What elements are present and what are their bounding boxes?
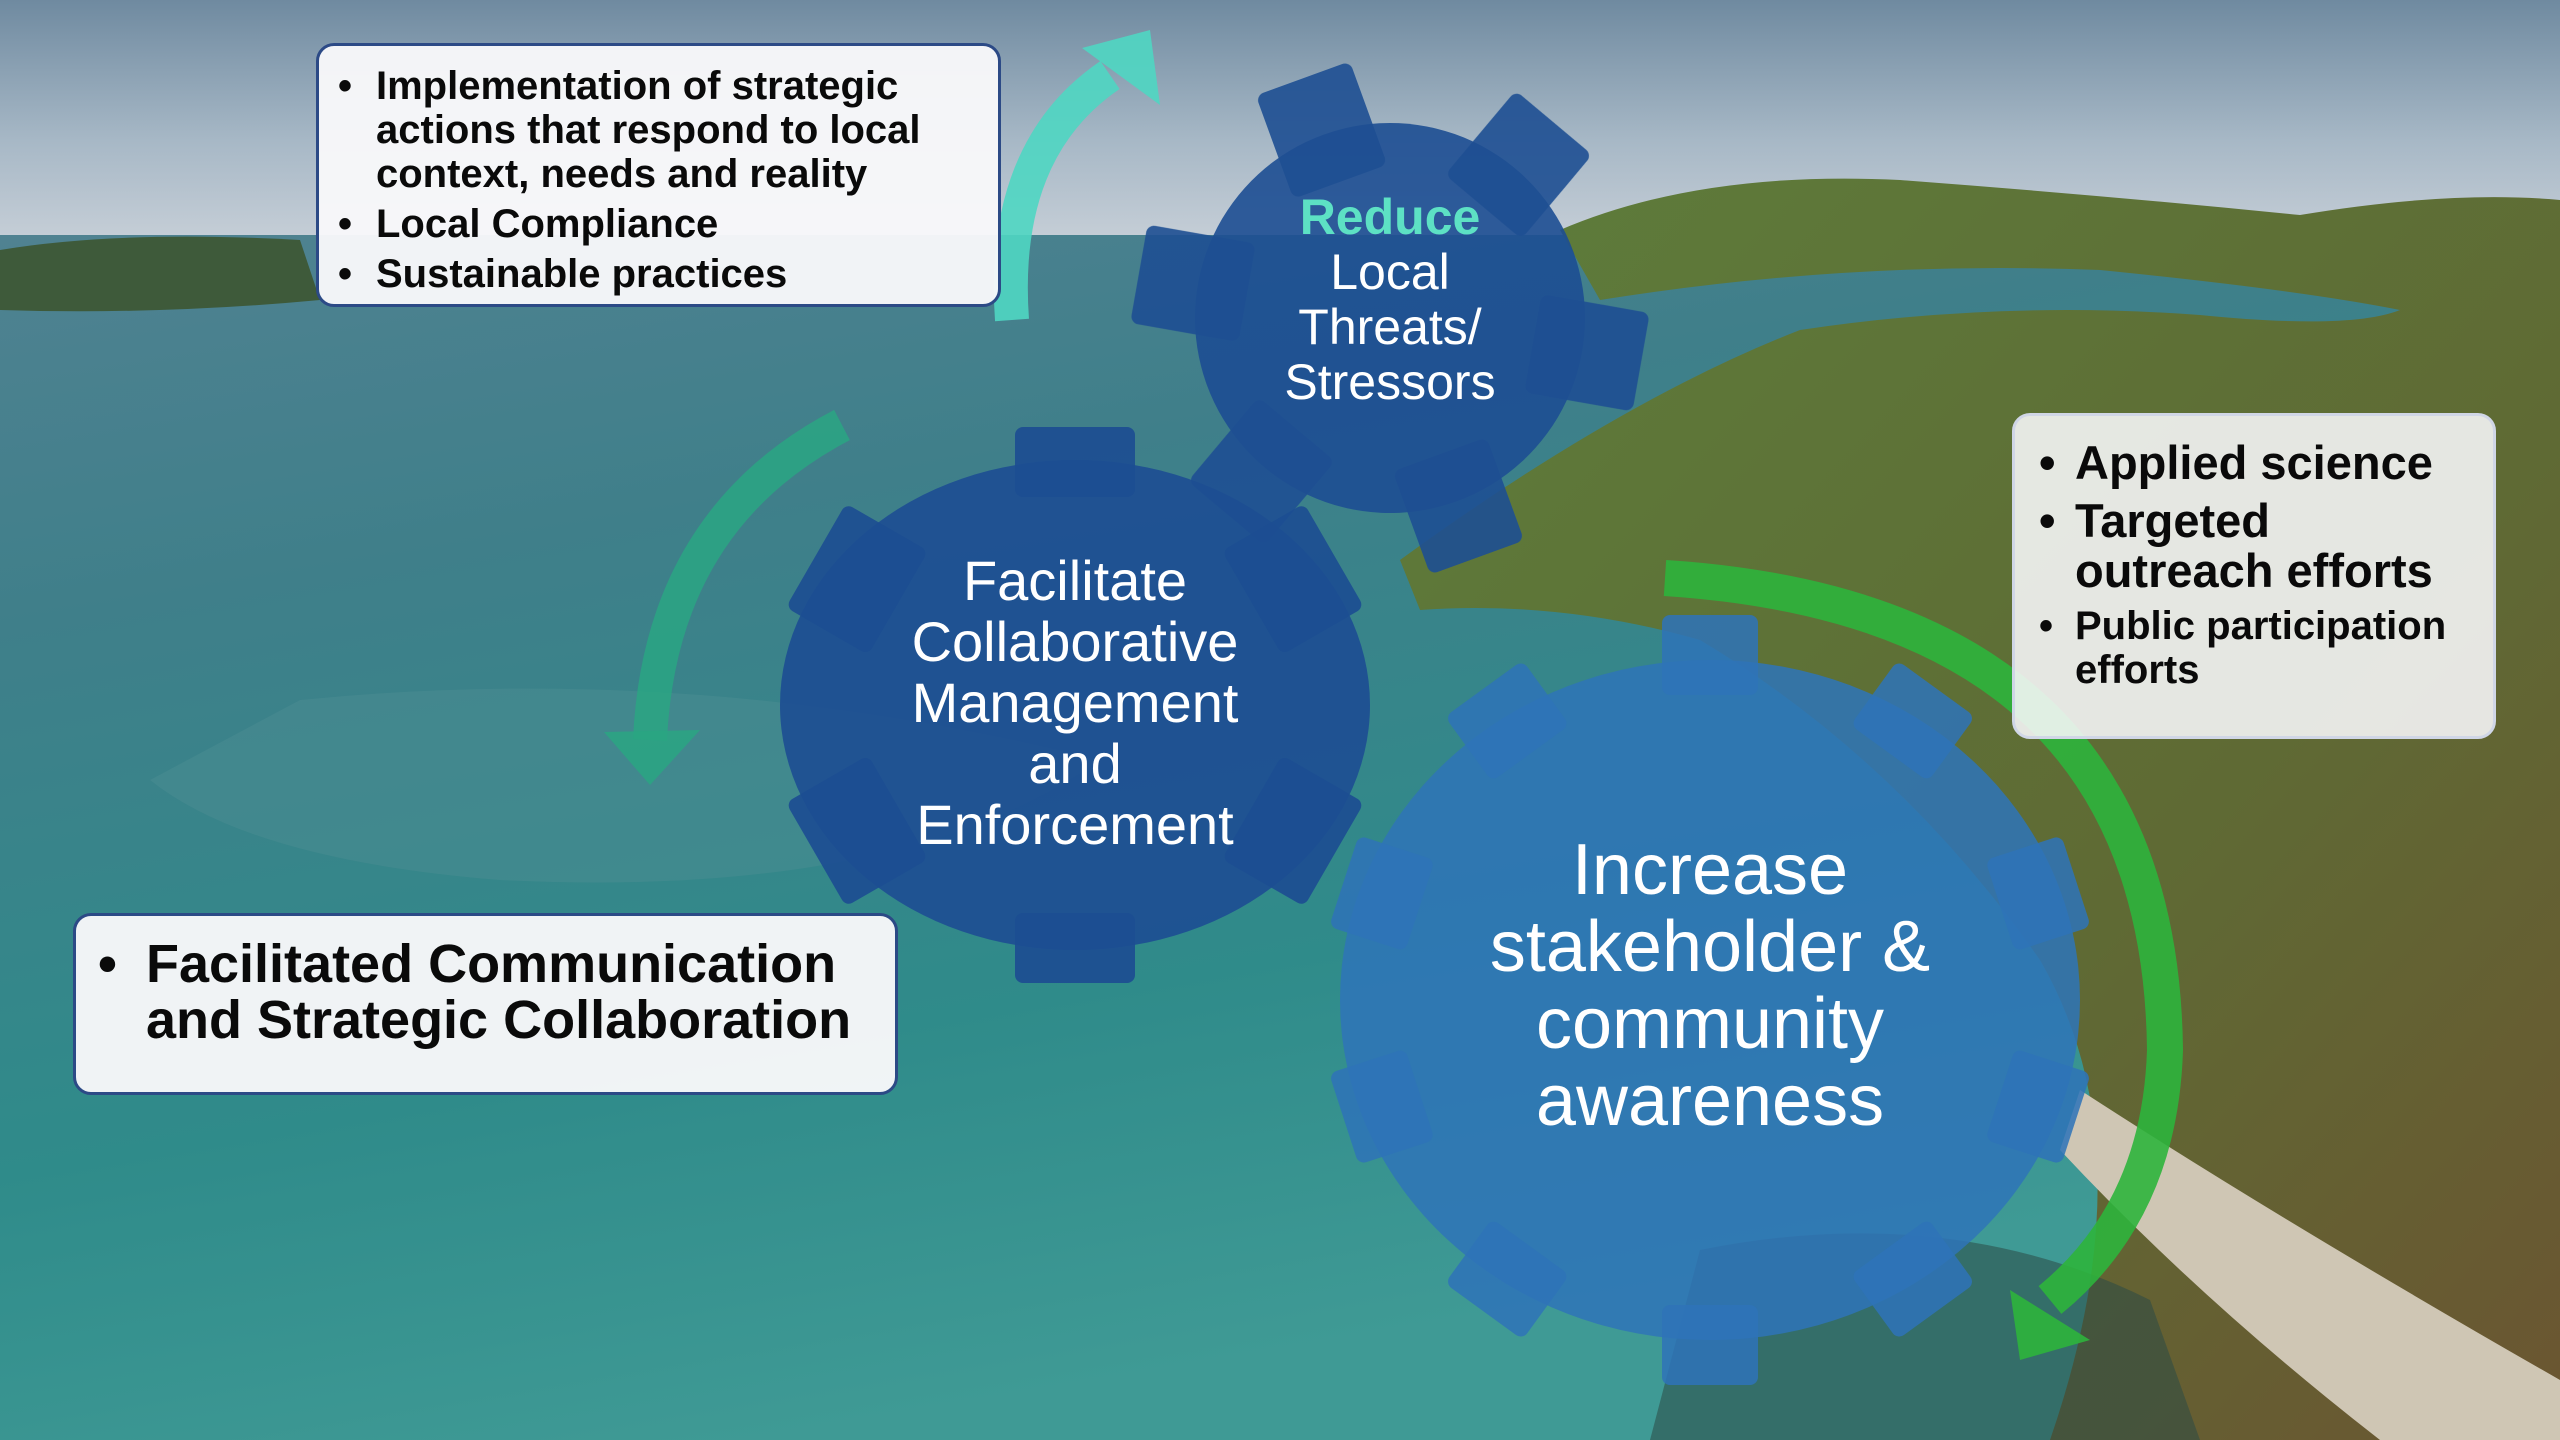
green-curved-arrow-down-right-icon xyxy=(1663,560,2184,1360)
reduce-label-line: Threats/ xyxy=(1298,299,1482,355)
callout-top-item: Sustainable practices xyxy=(338,252,978,296)
facilitate-label-line: and xyxy=(1028,732,1122,795)
callout-right-item: Applied science xyxy=(2039,438,2479,489)
reduce-accent-text: Reduce xyxy=(1299,189,1481,245)
facilitate-label-line: Management xyxy=(911,671,1239,734)
callout-right-item: Public participation efforts xyxy=(2039,604,2479,692)
reduce-gear-label: Reduce Local Threats/ Stressors xyxy=(1200,190,1580,410)
facilitate-label-line: Facilitate xyxy=(962,549,1188,612)
green-curved-arrow-down-left-icon xyxy=(604,409,850,785)
facilitate-gear-label: Facilitate Collaborative Management and … xyxy=(855,550,1295,855)
callout-implementation: Implementation of strategic actions that… xyxy=(316,43,1001,307)
facilitate-label-line: Collaborative xyxy=(911,610,1239,673)
increase-gear-icon xyxy=(1331,615,2089,1385)
callout-left-item: Facilitated Communication and Strategic … xyxy=(98,936,875,1048)
callout-collaboration: Facilitated Communication and Strategic … xyxy=(73,913,898,1095)
reduce-label-line: Stressors xyxy=(1284,354,1496,410)
callout-right-item: Targeted outreach efforts xyxy=(2039,496,2479,596)
callout-awareness: Applied science Targeted outreach effort… xyxy=(2012,413,2496,739)
facilitate-label-line: Enforcement xyxy=(916,793,1234,856)
increase-label-line: Increase xyxy=(1571,830,1849,910)
reduce-label-line: Local xyxy=(1330,244,1450,300)
teal-curved-arrow-up-icon xyxy=(993,30,1160,322)
callout-top-item: Local Compliance xyxy=(338,202,978,246)
callout-top-item: Implementation of strategic actions that… xyxy=(338,64,978,196)
increase-label-line: stakeholder & xyxy=(1489,907,1931,987)
increase-gear-label: Increase stakeholder & community awarene… xyxy=(1420,832,2000,1140)
increase-label-line: awareness xyxy=(1535,1061,1885,1141)
increase-label-line: community xyxy=(1535,984,1885,1064)
facilitate-gear-icon xyxy=(780,427,1370,983)
